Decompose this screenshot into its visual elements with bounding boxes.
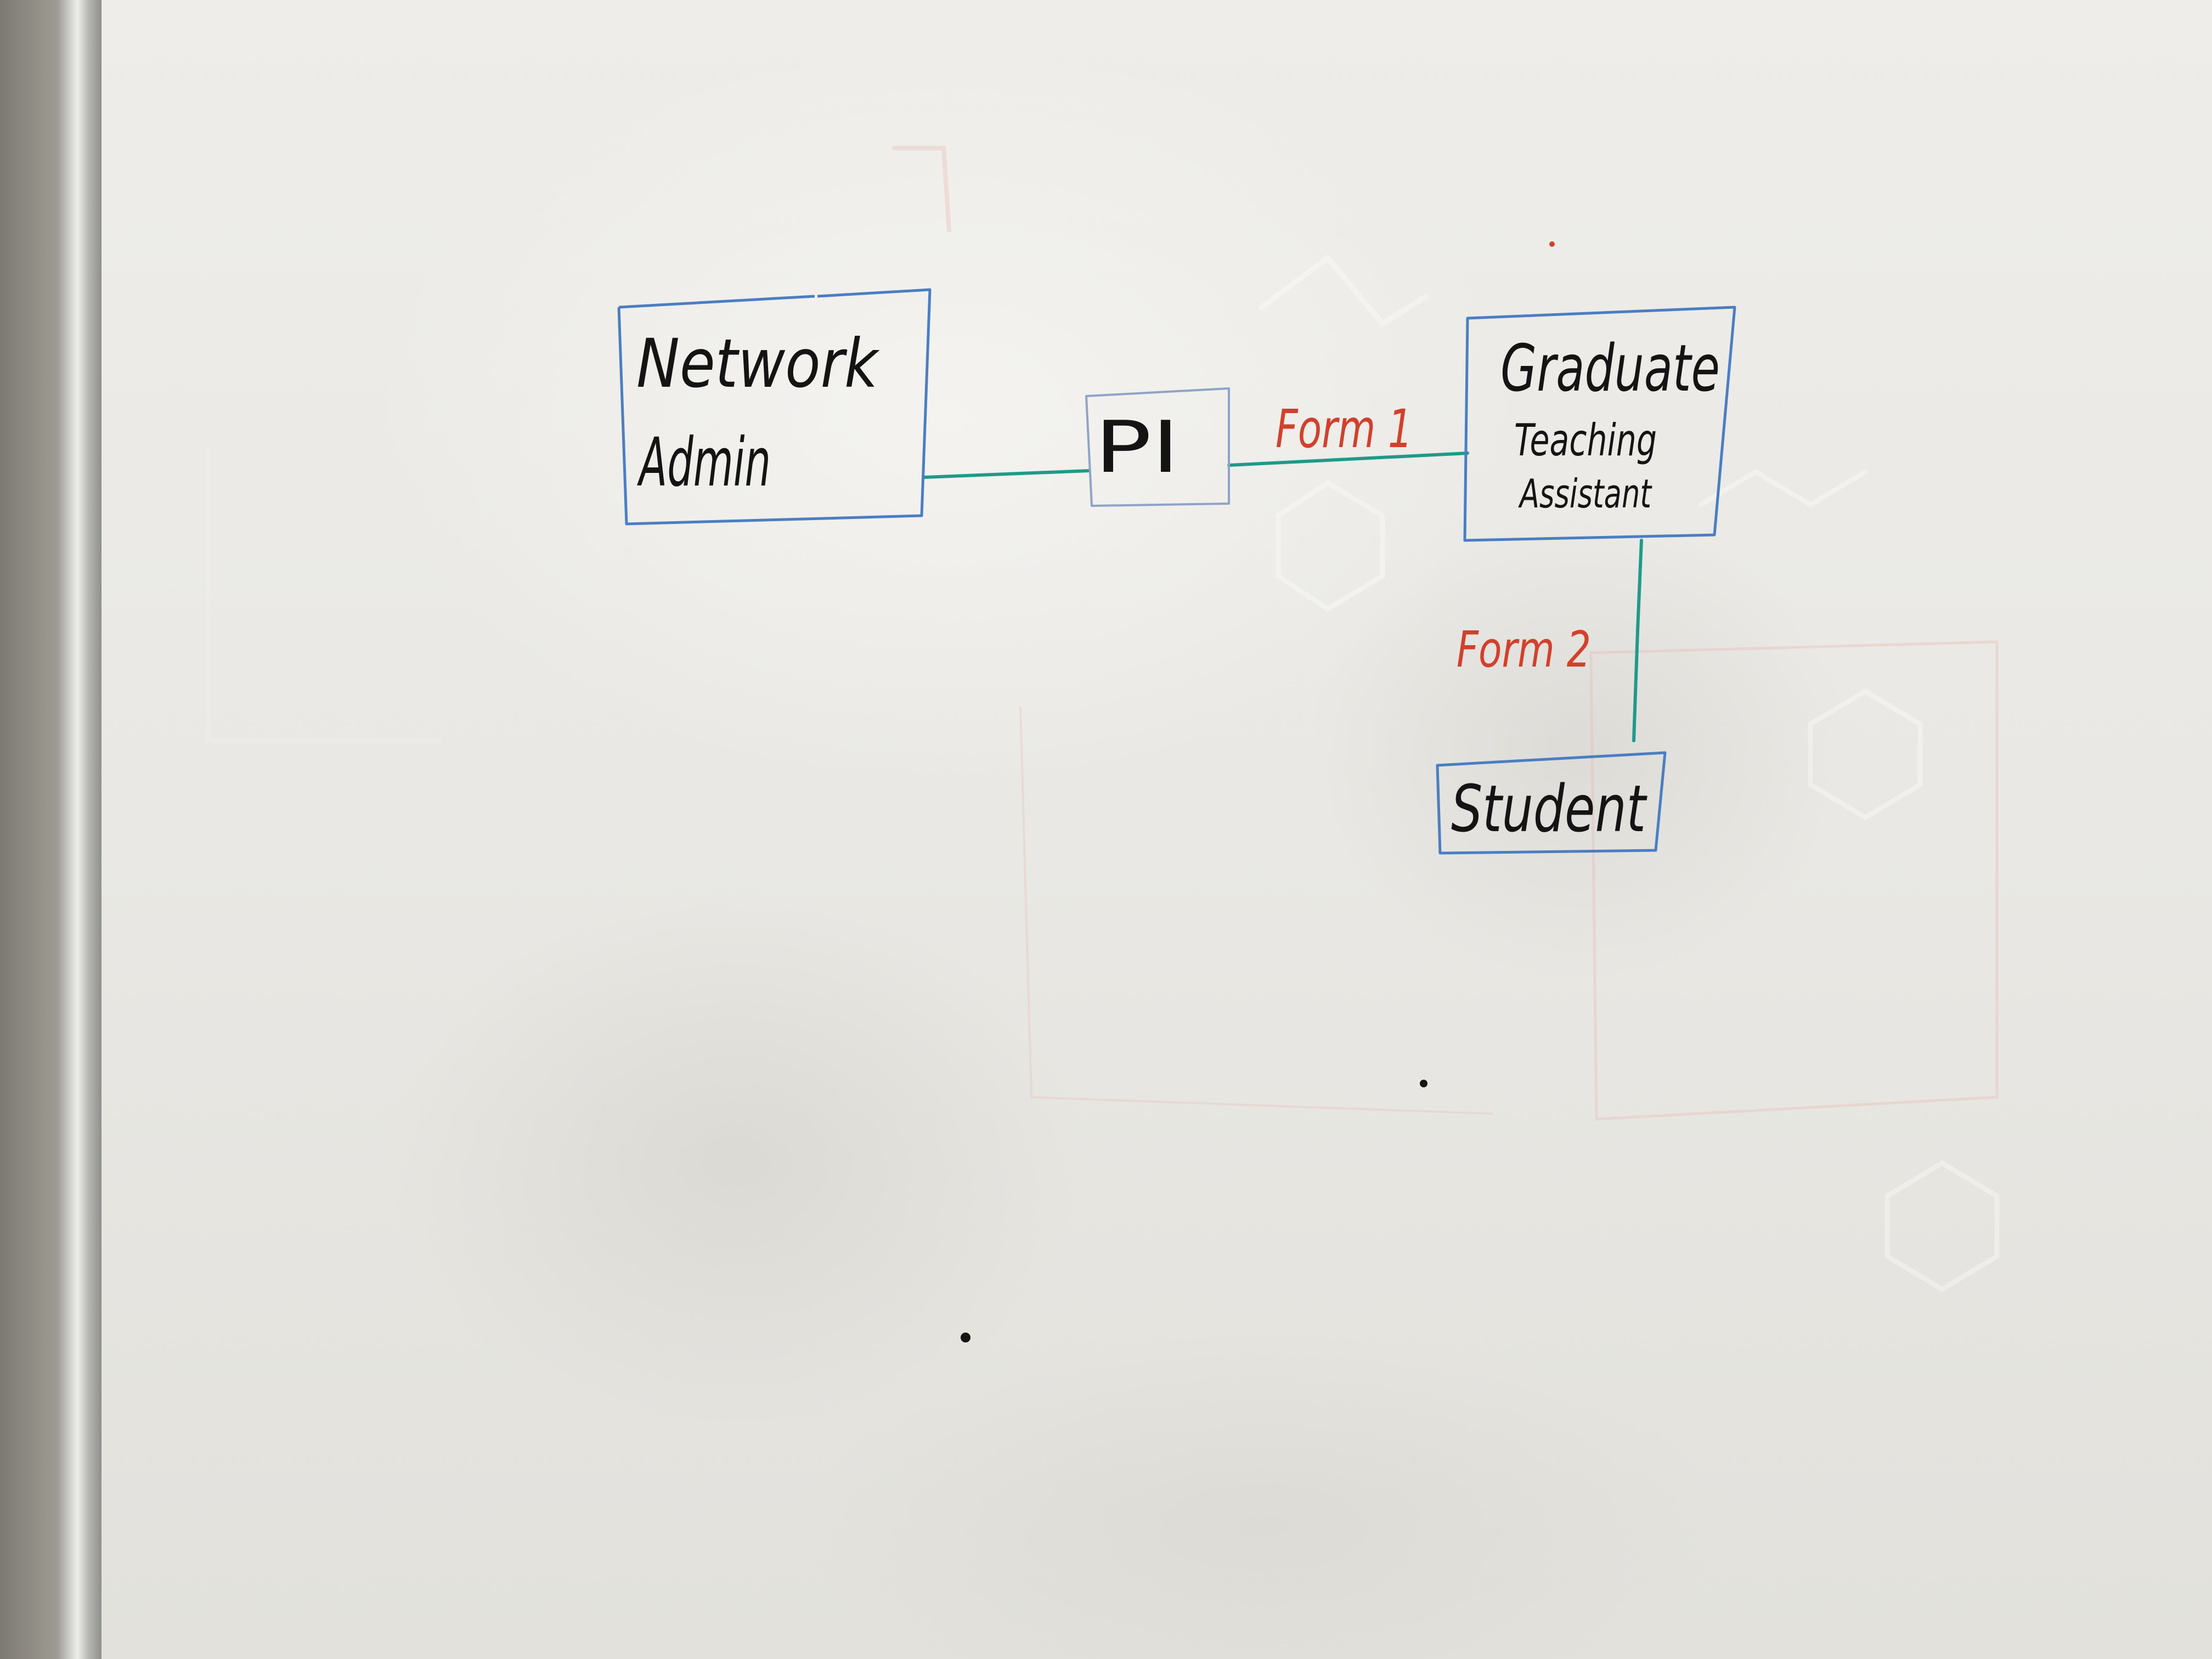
box-graduate-teaching-assistant: [1463, 306, 1736, 542]
edge-label-form2: Form 2: [1457, 621, 1591, 679]
box-student: [1436, 751, 1667, 855]
marker-dot: [1549, 241, 1555, 247]
edges-layer: [923, 452, 1643, 742]
whiteboard-surface: [101, 0, 2212, 1659]
marker-dot: [961, 1333, 970, 1342]
node-student-label: Student: [1451, 771, 1647, 847]
node-gta-line1: Graduate: [1500, 330, 1720, 406]
boxes-layer: [617, 288, 1736, 855]
marker-dots: [961, 241, 1555, 1342]
node-pi-label: PI: [1094, 405, 1180, 489]
node-gta-line3: Assistant: [1518, 471, 1652, 517]
marker-dot: [1420, 1080, 1427, 1087]
whiteboard-frame: [58, 0, 101, 1659]
erased-ghost-marks: [206, 146, 2000, 1293]
edge-label-form1: Form 1: [1276, 398, 1413, 460]
edge-networkadmin-pi: [923, 469, 1091, 479]
node-gta-line2: Teaching: [1514, 415, 1657, 466]
node-network-admin-line1: Network: [636, 325, 880, 403]
node-network-admin-line2: Admin: [637, 424, 771, 501]
edge-gta-student: [1632, 539, 1643, 742]
box-network-admin: [617, 288, 932, 526]
box-pi: [1085, 387, 1230, 507]
edge-pi-gta: [1227, 452, 1469, 467]
